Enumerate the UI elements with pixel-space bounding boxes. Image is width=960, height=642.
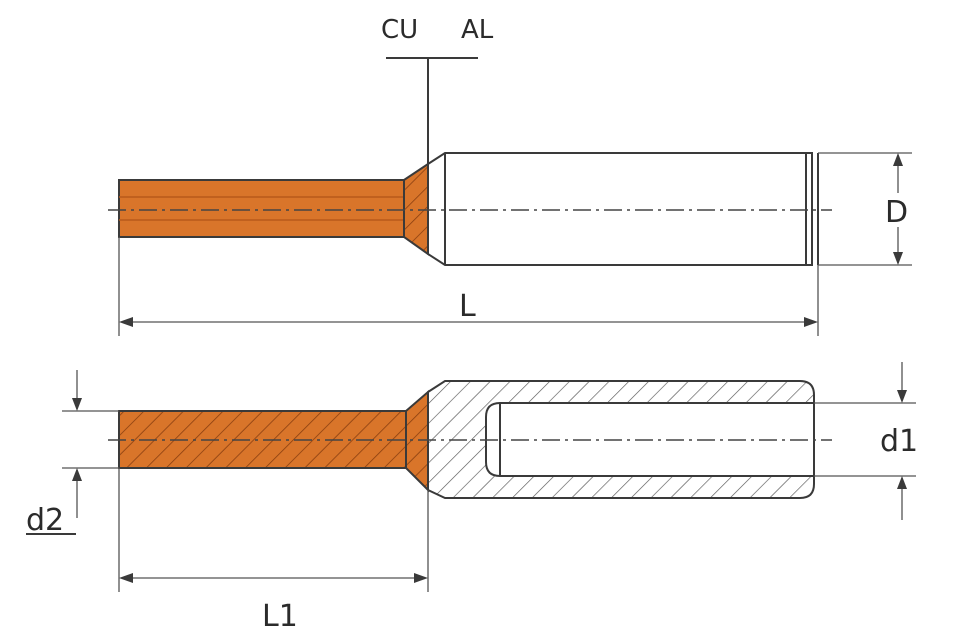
arrow-l1-left: [119, 573, 133, 583]
arrow-d-top: [893, 153, 903, 166]
arrow-l-left: [119, 317, 133, 327]
section-view: d1 d2 L1: [26, 362, 924, 634]
label-d-bg: [882, 193, 912, 227]
label-d: D: [885, 195, 908, 230]
copper-transition: [403, 162, 429, 256]
label-d2: d2: [26, 503, 64, 538]
arrow-d2-top: [72, 398, 82, 411]
label-d1: d1: [880, 424, 918, 459]
arrow-d-bottom: [893, 252, 903, 265]
aluminum-barrel: [427, 152, 813, 266]
arrow-d1-bottom: [897, 476, 907, 489]
top-view: CU AL D L: [108, 15, 912, 336]
label-l1: L1: [262, 599, 298, 634]
arrow-l-right: [804, 317, 818, 327]
label-cu: CU: [381, 15, 418, 45]
arrow-d1-top: [897, 390, 907, 403]
copper-transition-section: [405, 389, 429, 493]
label-l: L: [459, 289, 476, 324]
arrow-d2-bottom: [72, 468, 82, 481]
copper-rod: [118, 179, 405, 238]
label-al: AL: [461, 15, 494, 45]
arrow-l1-right: [414, 573, 428, 583]
label-d1-bg: [878, 420, 924, 456]
